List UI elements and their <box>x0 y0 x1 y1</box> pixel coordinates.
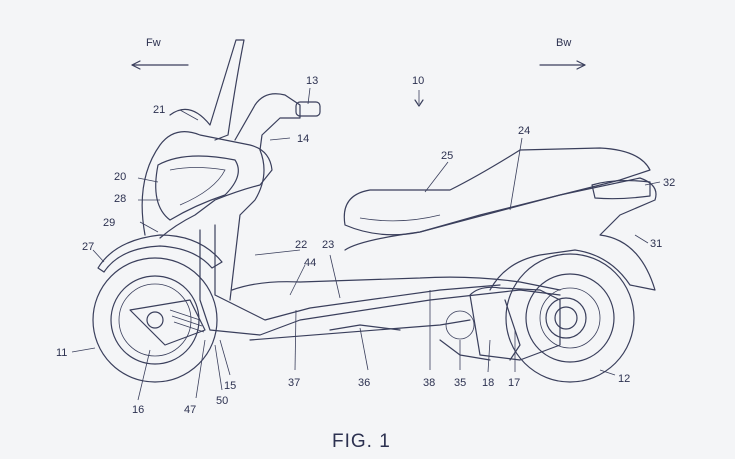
leader-lines <box>71 87 661 401</box>
front-fairing <box>141 131 273 239</box>
ref-17: 17 <box>508 377 520 389</box>
headlight-cover <box>155 155 239 221</box>
engine-unit <box>469 286 561 361</box>
ref-31: 31 <box>650 238 662 250</box>
ref-13: 13 <box>306 75 318 87</box>
reference-numerals: 10 13 14 21 20 28 29 27 11 16 47 50 15 3… <box>56 75 675 416</box>
front-fender <box>97 234 223 273</box>
ref-24: 24 <box>518 125 530 137</box>
ref-37: 37 <box>288 377 300 389</box>
ref-50: 50 <box>216 395 228 407</box>
backward-label: Bw <box>556 37 571 49</box>
ref-15: 15 <box>224 380 236 392</box>
steering-column <box>234 93 301 151</box>
ref-18: 18 <box>482 377 494 389</box>
ref-21: 21 <box>153 104 165 116</box>
ref-11: 11 <box>56 347 67 359</box>
ref-25: 25 <box>441 150 453 162</box>
backward-arrow <box>539 60 586 70</box>
rear-wheel <box>505 253 635 383</box>
ref-20: 20 <box>114 171 126 183</box>
ref-44: 44 <box>304 257 316 269</box>
ref-16: 16 <box>132 404 144 416</box>
ref-28: 28 <box>114 193 126 205</box>
ref-22: 22 <box>295 239 307 251</box>
floor-panel <box>231 276 561 291</box>
rear-body <box>344 177 657 291</box>
ref-29: 29 <box>103 217 115 229</box>
front-wheel <box>92 257 218 383</box>
ref-38: 38 <box>423 377 435 389</box>
figure-caption: FIG. 1 <box>332 431 391 452</box>
ref-32: 32 <box>663 177 675 189</box>
ref-23: 23 <box>322 239 334 251</box>
tail-light <box>591 179 651 200</box>
ref-14: 14 <box>297 133 309 145</box>
forward-label: Fw <box>146 37 161 49</box>
ref-36: 36 <box>358 377 370 389</box>
main-frame <box>199 229 561 336</box>
ref-47: 47 <box>184 404 196 416</box>
ref-27: 27 <box>82 241 94 253</box>
forward-arrow <box>131 60 189 70</box>
ref-10: 10 <box>412 75 424 87</box>
windscreen <box>169 39 245 141</box>
ref-12: 12 <box>618 373 630 385</box>
ref-35: 35 <box>454 377 466 389</box>
seat <box>343 147 651 236</box>
